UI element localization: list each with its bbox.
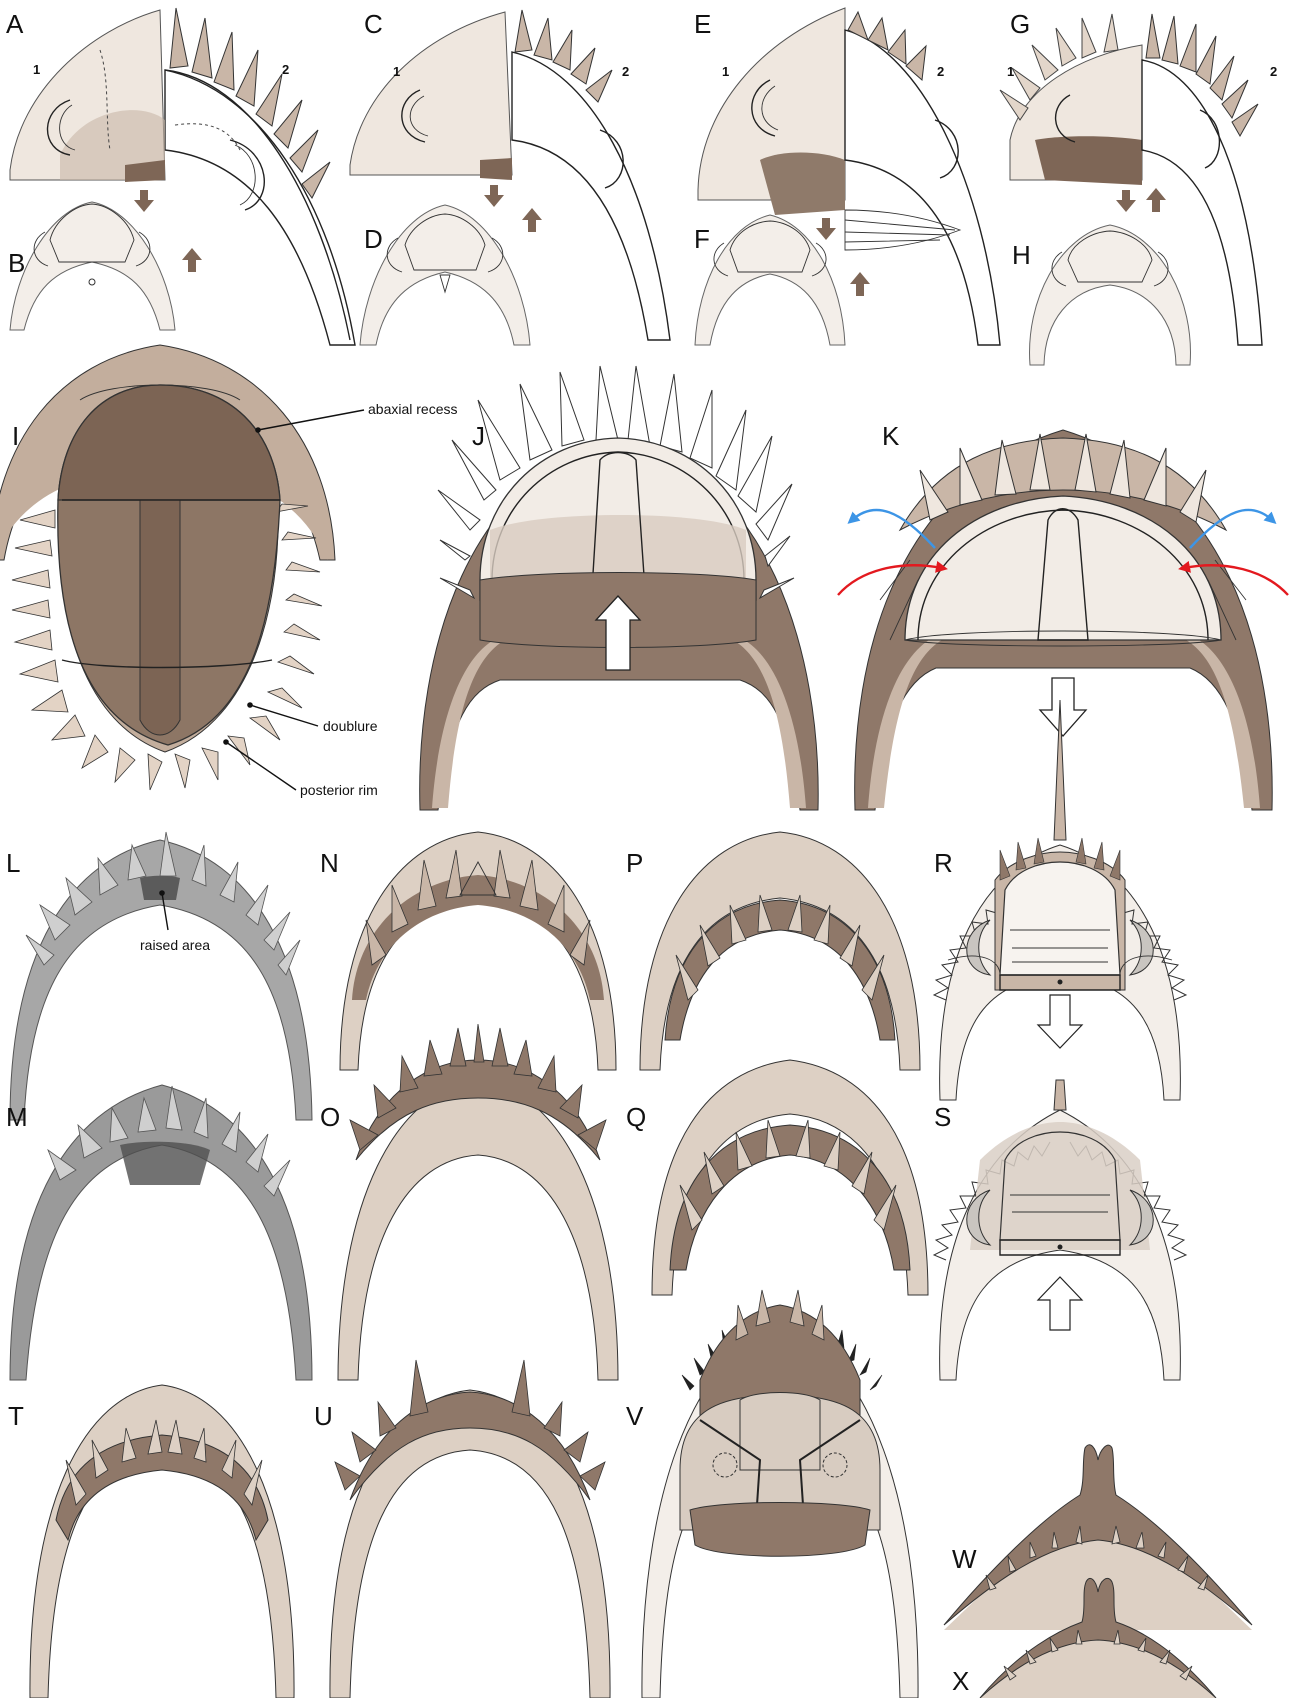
panel-label-r: R	[934, 848, 953, 878]
panel-u-illustration	[330, 1360, 610, 1698]
annotation-abaxial-recess: abaxial recess	[368, 401, 458, 417]
panel-label-e: E	[694, 9, 711, 39]
panel-label-w: W	[952, 1544, 977, 1574]
panel-label-j: J	[472, 421, 485, 451]
panel-e-illustration	[695, 8, 1000, 345]
panel-i-illustration	[0, 345, 335, 790]
panel-label-b: B	[8, 248, 25, 278]
panel-label-l: L	[6, 848, 20, 878]
panel-label-s: S	[934, 1102, 951, 1132]
sub-label-g1: 1	[1007, 64, 1014, 79]
panel-label-a: A	[6, 9, 24, 39]
sub-label-g2: 2	[1270, 64, 1277, 79]
sub-label-c1: 1	[393, 64, 400, 79]
panel-a-spines	[170, 8, 330, 198]
panel-c-spines	[515, 10, 612, 102]
annotation-posterior-rim: posterior rim	[300, 782, 378, 798]
panel-label-x: X	[952, 1666, 969, 1696]
panel-label-q: Q	[626, 1102, 646, 1132]
annotation-raised-area: raised area	[140, 937, 210, 953]
panel-g-illustration	[1000, 14, 1262, 365]
panel-label-u: U	[314, 1401, 333, 1431]
panel-m-photo	[10, 1085, 312, 1380]
sub-label-a2: 2	[282, 62, 289, 77]
panel-p-illustration	[640, 832, 920, 1070]
panel-label-n: N	[320, 848, 339, 878]
panel-r-illustration	[934, 700, 1186, 1100]
panel-l-photo	[10, 832, 312, 1120]
panel-g-right-spines	[1146, 14, 1258, 136]
panel-label-g: G	[1010, 9, 1030, 39]
panel-label-k: K	[882, 421, 900, 451]
panel-a-illustration	[10, 8, 355, 345]
sub-label-e2: 2	[937, 64, 944, 79]
sub-label-a1: 1	[33, 62, 40, 77]
panel-label-m: M	[6, 1102, 28, 1132]
panel-label-p: P	[626, 848, 643, 878]
leader-posterior-rim	[226, 742, 296, 790]
annotation-doublure: doublure	[323, 718, 378, 734]
panel-v-illustration	[642, 1290, 918, 1698]
sub-label-c2: 2	[622, 64, 629, 79]
panel-k-illustration	[838, 430, 1288, 810]
panel-c-illustration	[350, 10, 670, 345]
panel-s-illustration	[934, 1080, 1186, 1380]
panel-label-t: T	[8, 1401, 24, 1431]
sub-label-e1: 1	[722, 64, 729, 79]
panel-label-i: I	[12, 421, 19, 451]
panel-label-v: V	[626, 1401, 644, 1431]
panel-label-h: H	[1012, 240, 1031, 270]
panel-label-f: F	[694, 224, 710, 254]
panel-label-c: C	[364, 9, 383, 39]
panel-label-o: O	[320, 1102, 340, 1132]
panel-o-illustration	[338, 1024, 618, 1380]
panel-label-d: D	[364, 224, 383, 254]
panel-e-spines	[848, 12, 926, 80]
panel-t-illustration	[30, 1385, 294, 1698]
panel-q-illustration	[652, 1060, 928, 1295]
